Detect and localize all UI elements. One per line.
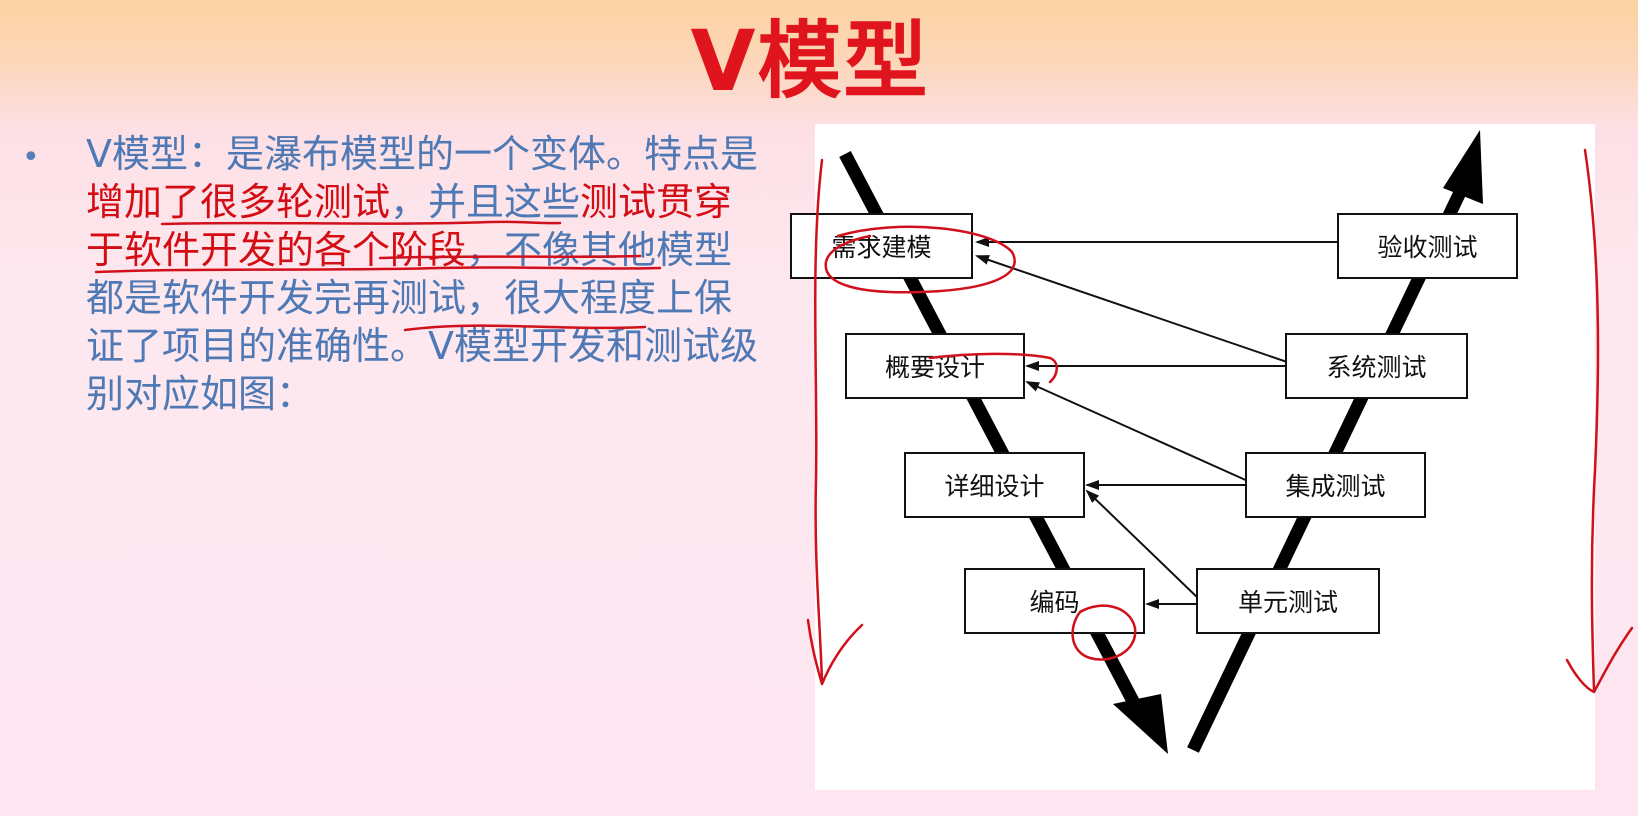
arrow-unit-to-detailed [1085, 489, 1201, 601]
v-left-arrowhead-icon [1113, 694, 1168, 754]
highlight-more-tests: 增加了很多轮测试 [86, 180, 391, 224]
node-integration-testing: 集成测试 [1245, 452, 1426, 518]
node-detailed-design: 详细设计 [904, 452, 1085, 518]
text-intro: V模型：是瀑布模型的一个变体。特点是 [86, 132, 758, 176]
text-and-these: ，并且这些 [390, 180, 581, 224]
arrow-system-to-requirements [975, 255, 1291, 364]
node-high-level-design: 概要设计 [845, 333, 1025, 399]
text-rest: ，不像其他模型都是软件开发完再测试，很大程度上保证了项目的准确性。V模型开发和测… [86, 228, 758, 416]
bullet-point: • [22, 140, 40, 175]
slide-title: V模型 [690, 12, 930, 110]
arrow-integration-to-highlevel [1025, 381, 1251, 483]
node-requirements-modeling: 需求建模 [790, 213, 973, 279]
node-acceptance-testing: 验收测试 [1337, 213, 1518, 279]
v-right-arrowhead-icon [1443, 130, 1483, 204]
bullet-paragraph: V模型：是瀑布模型的一个变体。特点是增加了很多轮测试，并且这些测试贯穿于软件开发… [86, 130, 766, 418]
node-system-testing: 系统测试 [1285, 333, 1468, 399]
v-model-diagram: 需求建模 概要设计 详细设计 编码 验收测试 系统测试 集成测试 单元测试 [790, 124, 1595, 790]
highlight-tests-through-phases: 测试贯穿于软件开发的各个阶段 [86, 180, 733, 272]
node-unit-testing: 单元测试 [1196, 568, 1380, 634]
node-coding: 编码 [964, 568, 1145, 634]
